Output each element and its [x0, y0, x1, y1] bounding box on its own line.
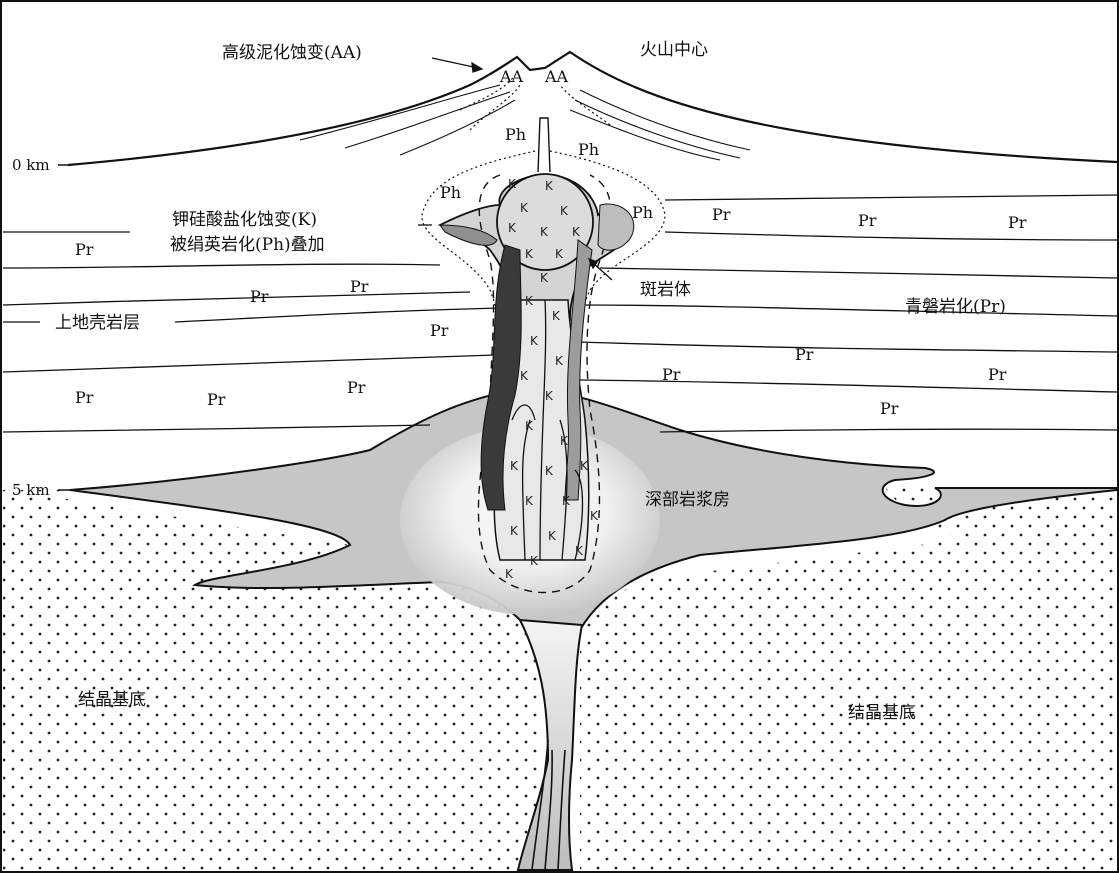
- label-porphyry: 斑岩体: [640, 280, 691, 300]
- k-symbol: K: [580, 459, 589, 473]
- dark-vein: [480, 244, 522, 511]
- k-symbol: K: [530, 334, 539, 348]
- k-symbol: K: [530, 554, 539, 568]
- pr-label: Pr: [858, 211, 877, 230]
- pr-label: Pr: [795, 345, 814, 364]
- volcano-layering: [299, 84, 751, 161]
- stem-veins: [511, 299, 584, 561]
- vent-pipe: [537, 117, 551, 173]
- k-symbol: K: [552, 309, 561, 323]
- porphyry-side-lobe: [597, 203, 635, 251]
- pr-label: Pr: [347, 378, 366, 397]
- volcano-surface: [67, 50, 1118, 167]
- k-symbol: K: [572, 225, 581, 239]
- crystalline-basement-right: [580, 488, 1117, 870]
- pr-label: Pr: [250, 287, 269, 306]
- phyllic-envelope: [421, 74, 666, 381]
- k-symbol: K: [520, 201, 529, 215]
- label-basement-left: 结晶基底: [78, 690, 146, 710]
- k-symbol: K: [510, 524, 519, 538]
- k-symbol: K: [560, 434, 569, 448]
- mid-vein-right: [564, 239, 593, 501]
- k-symbol: K: [525, 247, 534, 261]
- pr-label: Pr: [988, 365, 1007, 384]
- k-symbol: K: [508, 221, 517, 235]
- leader-arrows: [418, 57, 613, 281]
- label-magma-chamber: 深部岩浆房: [645, 490, 730, 510]
- pr-label: Pr: [880, 399, 899, 418]
- label-advanced-argillic: 高级泥化蚀变(AA): [222, 43, 362, 63]
- pr-label: Pr: [712, 205, 731, 224]
- k-symbol: K: [562, 494, 571, 508]
- conduit-veins: [531, 739, 566, 871]
- k-symbol: K: [548, 529, 557, 543]
- pr-label: Pr: [1008, 213, 1027, 232]
- k-symbol: K: [525, 294, 534, 308]
- label-volcanic-center: 火山中心: [640, 40, 708, 60]
- upper-crust-strata: [2, 194, 1118, 433]
- k-symbol: K: [575, 544, 584, 558]
- k-symbol: K: [510, 459, 519, 473]
- label-potassic-line2: 被绢英岩化(Ph)叠加: [170, 235, 325, 255]
- crystalline-basement-left: [3, 490, 540, 870]
- pr-label: Pr: [662, 365, 681, 384]
- pr-label: Pr: [207, 390, 226, 409]
- k-symbol: K: [508, 177, 517, 191]
- potassic-k-symbols: K K K K K K K K K K K K K K K K K K K K …: [505, 177, 599, 581]
- pr-label: Pr: [430, 321, 449, 340]
- k-symbol: K: [525, 494, 534, 508]
- k-symbol: K: [525, 419, 534, 433]
- k-symbol: K: [555, 354, 564, 368]
- k-symbol: K: [590, 509, 599, 523]
- k-symbol: K: [545, 464, 554, 478]
- label-upper-crust: 上地壳岩层: [55, 313, 140, 333]
- k-symbol: K: [505, 567, 514, 581]
- k-symbol: K: [520, 369, 529, 383]
- label-potassic-line1: 钾硅酸盐化蚀变(K): [172, 210, 317, 230]
- k-symbol: K: [560, 204, 569, 218]
- ph-label: Ph: [505, 125, 526, 144]
- potassic-boundary: [477, 174, 612, 594]
- k-symbol: K: [540, 271, 549, 285]
- k-symbol: K: [545, 179, 554, 193]
- ph-label: Ph: [632, 203, 653, 222]
- pr-label: Pr: [350, 277, 369, 296]
- depth-label-base: 5 km: [12, 481, 50, 499]
- porphyry-cupola: [496, 173, 594, 271]
- k-symbol: K: [540, 225, 549, 239]
- label-aa-left: AA: [499, 67, 524, 86]
- label-aa-right: AA: [544, 67, 569, 86]
- mid-vein-left: [439, 224, 498, 246]
- ph-label: Ph: [578, 140, 599, 159]
- k-symbol: K: [545, 389, 554, 403]
- pr-label: Pr: [75, 240, 94, 259]
- label-propylitic: 青磐岩化(Pr): [905, 297, 1006, 317]
- depth-label-surface: 0 km: [12, 156, 50, 174]
- pr-label: Pr: [75, 388, 94, 407]
- label-basement-right: 结晶基底: [848, 703, 916, 723]
- k-symbol: K: [555, 247, 564, 261]
- ph-label: Ph: [440, 183, 461, 202]
